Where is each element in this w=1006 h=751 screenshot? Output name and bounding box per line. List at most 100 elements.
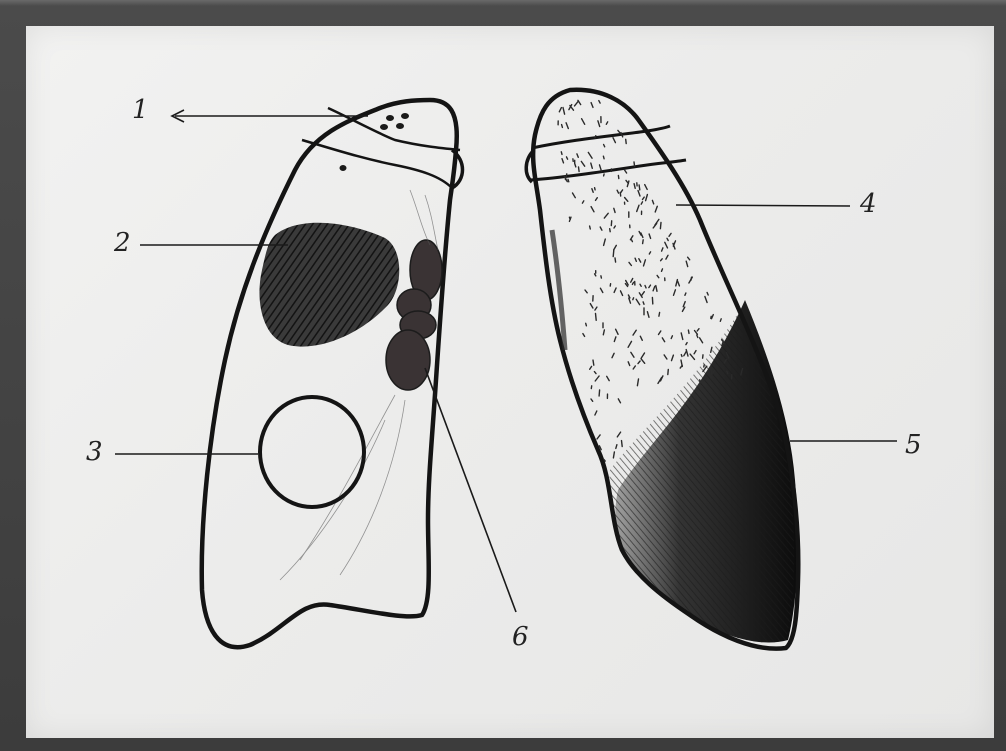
left-lung [202, 100, 463, 647]
focus-stroke [613, 250, 614, 256]
label-3: 3 [86, 437, 103, 467]
focus-stroke [636, 299, 640, 305]
focus-stroke [681, 360, 682, 366]
focus-stroke [567, 157, 568, 159]
focus-stroke [645, 185, 648, 190]
focus-stroke [588, 152, 592, 158]
focus-stroke [581, 161, 584, 166]
focus-stroke [666, 255, 668, 259]
focus-stroke [686, 343, 687, 345]
focus-stroke [621, 291, 623, 296]
focus-stroke [575, 164, 576, 167]
focus-stroke [597, 435, 600, 439]
focus-stroke [612, 353, 614, 357]
focus-stroke [697, 329, 699, 331]
focus-stroke [694, 351, 696, 354]
focus-stroke [710, 380, 711, 382]
label-6-group: 6 [425, 368, 529, 652]
focus-stroke [561, 152, 562, 155]
label-4: 4 [859, 189, 877, 219]
label-5-group: 5 [790, 430, 922, 460]
focus-stroke [671, 336, 672, 339]
focus-stroke [616, 329, 619, 334]
focus-stroke [568, 179, 569, 182]
focus-stroke [577, 154, 578, 157]
focus-stroke [711, 369, 712, 374]
focus-stroke [592, 189, 593, 193]
focus-stroke [590, 226, 591, 229]
focus-stroke [624, 170, 626, 173]
focus-stroke [659, 313, 660, 317]
focus-stroke [639, 232, 641, 236]
focus-stroke [674, 290, 676, 296]
focus-stroke [618, 130, 621, 133]
focus-stroke [643, 197, 645, 199]
focus-stroke [720, 319, 721, 322]
focus-stroke [665, 242, 668, 248]
focus-stroke [614, 288, 616, 292]
focus-stroke [643, 240, 644, 244]
focus-stroke [712, 315, 714, 319]
focus-stroke [575, 101, 579, 106]
focus-stroke [585, 290, 587, 293]
focus-stroke [565, 174, 566, 180]
focus-stroke [590, 366, 592, 369]
focus-stroke [595, 136, 596, 138]
focus-stroke [594, 372, 596, 374]
focus-stroke [614, 226, 615, 228]
focus-stroke [591, 207, 594, 212]
focus-stroke [689, 277, 692, 283]
focus-stroke [659, 331, 661, 335]
focus-stroke [682, 307, 684, 311]
focus-stroke [599, 101, 600, 104]
focus-stroke [643, 302, 644, 304]
focus-stroke [595, 411, 597, 415]
focus-stroke [639, 185, 640, 190]
focus-stroke [596, 198, 598, 201]
focus-stroke [727, 371, 728, 374]
focus-stroke [631, 279, 633, 283]
focus-stroke [662, 269, 663, 271]
focus-stroke [599, 390, 600, 396]
focus-stroke [664, 355, 667, 359]
focus-stroke [604, 213, 608, 218]
focus-stroke [657, 275, 659, 277]
label-2: 2 [113, 228, 131, 258]
focus-stroke [601, 276, 602, 278]
left-apex-line-upper [328, 108, 460, 150]
focus-stroke [613, 138, 615, 143]
focus-stroke [649, 285, 651, 288]
focus-stroke [634, 184, 635, 189]
focus-stroke [667, 238, 668, 240]
focus-stroke [641, 359, 645, 364]
right-lung [526, 90, 798, 649]
focus-stroke [583, 334, 585, 337]
focus-stroke [700, 338, 703, 343]
focus-stroke [582, 119, 585, 125]
focus-stroke [622, 441, 623, 447]
focus-stroke [562, 159, 564, 163]
focus-stroke [607, 376, 610, 380]
focus-stroke [590, 304, 593, 308]
focus-stroke [644, 260, 646, 266]
cavity-circle [260, 397, 364, 507]
focus-stroke [656, 286, 657, 292]
focus-stroke [683, 302, 685, 307]
label-5: 5 [905, 430, 922, 460]
focus-stroke [638, 361, 640, 364]
focus-stroke [604, 239, 606, 245]
focus-stroke [596, 313, 597, 320]
focus-stroke [637, 379, 638, 386]
focus-stroke [562, 125, 563, 128]
focus-stroke [617, 190, 618, 193]
focus-stroke [633, 330, 636, 335]
focus-stroke [616, 445, 617, 449]
focus-stroke [681, 355, 682, 357]
focus-stroke [645, 286, 646, 288]
focus-stroke [649, 234, 651, 238]
focus-stroke [628, 362, 630, 366]
label-3-group: 3 [86, 437, 258, 467]
focus-stroke [613, 452, 614, 458]
focus-stroke [637, 205, 639, 211]
focus-stroke [603, 156, 604, 159]
